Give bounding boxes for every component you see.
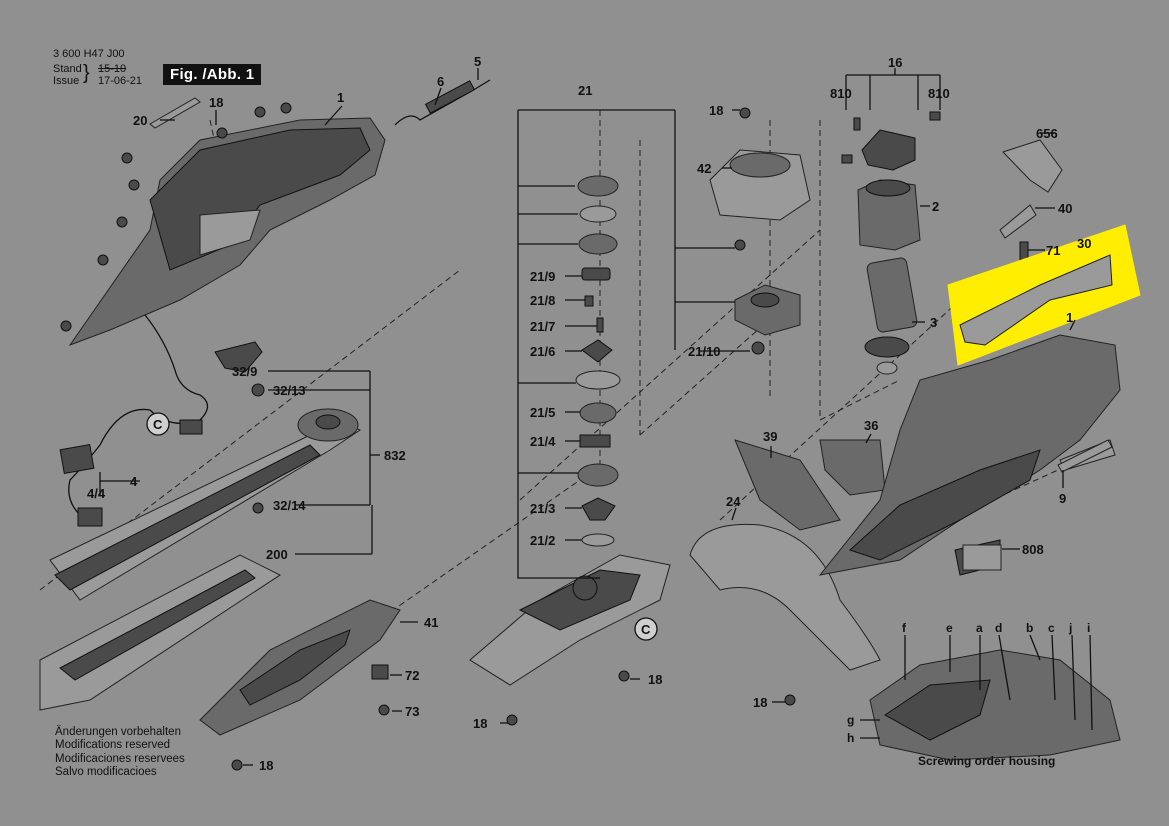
- label-21-5: 21/5: [530, 405, 555, 420]
- label-21-2: 21/2: [530, 533, 555, 548]
- screws-left: [60, 102, 292, 332]
- blade-guard: [39, 554, 281, 711]
- cable-plug: [394, 79, 491, 126]
- leader-lines: [99, 68, 1093, 766]
- gearbox-stack: [575, 175, 621, 547]
- motor-stator: [857, 179, 921, 251]
- marker-c-left: [146, 412, 170, 436]
- label-24: 24: [726, 494, 741, 509]
- front-guards: [689, 439, 886, 671]
- label-32-14: 32/14: [273, 498, 306, 513]
- issue-label: Issue: [53, 75, 80, 87]
- label-18-f: 18: [259, 758, 273, 773]
- lever-parts: [999, 139, 1063, 265]
- label-21-8: 21/8: [530, 293, 555, 308]
- label-16: 16: [888, 55, 902, 70]
- screws-misc: [231, 107, 796, 771]
- gear-cover: [199, 599, 401, 736]
- label-2: 2: [932, 199, 939, 214]
- label-18-a: 18: [209, 95, 223, 110]
- note-en: Modifications reserved: [55, 739, 171, 752]
- label-21-6: 21/6: [530, 344, 555, 359]
- label-200: 200: [266, 547, 288, 562]
- issue-date: 17-06-21: [98, 75, 143, 87]
- label-1: 1: [337, 90, 344, 105]
- label-30: 30: [1077, 236, 1091, 251]
- label-c-left: C: [153, 417, 163, 432]
- bearing-plate: [734, 284, 801, 336]
- label-18-c: 18: [648, 672, 662, 687]
- label-j: j: [1068, 621, 1072, 635]
- label-a: a: [976, 621, 983, 635]
- armature: [864, 257, 918, 375]
- stand-label: Stand: [53, 63, 82, 75]
- old-date: 15-10: [98, 63, 127, 75]
- label-41: 41: [424, 615, 438, 630]
- document-number: 3 600 H47 J00: [53, 48, 125, 60]
- label-h: h: [847, 731, 854, 745]
- housing-half-left: [68, 117, 386, 347]
- screwing-order-caption: Screwing order housing: [918, 754, 1056, 768]
- note-es: Modificaciones reservees: [55, 752, 185, 765]
- highlighted-part-30: [947, 224, 1141, 366]
- label-5: 5: [474, 54, 481, 69]
- label-9: 9: [1059, 491, 1066, 506]
- label-21: 21: [578, 83, 592, 98]
- label-3: 3: [930, 315, 937, 330]
- label-f: f: [902, 621, 907, 635]
- assembly-dash-lines: [39, 110, 1081, 641]
- label-4-4: 4/4: [87, 486, 106, 501]
- modification-notes: Änderungen vorbehalten Modifications res…: [55, 726, 185, 780]
- label-21-7: 21/7: [530, 319, 555, 334]
- label-21-10: 21/10: [688, 344, 721, 359]
- label-40: 40: [1058, 201, 1072, 216]
- label-36: 36: [864, 418, 878, 433]
- label-20: 20: [133, 113, 147, 128]
- label-1-right: 1: [1066, 310, 1073, 325]
- label-21-4: 21/4: [530, 434, 556, 449]
- switch-block: [841, 111, 941, 171]
- wire-harness: [59, 314, 209, 527]
- label-6: 6: [437, 74, 444, 89]
- label-d: d: [995, 621, 1002, 635]
- label-808: 808: [1022, 542, 1044, 557]
- blade-assembly: [49, 341, 361, 601]
- label-32-9: 32/9: [232, 364, 257, 379]
- note-de: Änderungen vorbehalten: [55, 726, 181, 738]
- label-c-right: C: [641, 622, 651, 637]
- screwing-order-housing: [869, 649, 1121, 761]
- gear-housing-base: [469, 554, 671, 686]
- label-4: 4: [130, 474, 138, 489]
- label-18-d: 18: [473, 716, 487, 731]
- label-18-b: 18: [709, 103, 723, 118]
- fan-cover: [709, 149, 811, 221]
- marker-c-right: [634, 617, 658, 641]
- label-71: 71: [1046, 243, 1060, 258]
- label-39: 39: [763, 429, 777, 444]
- label-e: e: [946, 621, 953, 635]
- label-32-13: 32/13: [273, 383, 306, 398]
- label-810-left: 810: [830, 86, 852, 101]
- label-42: 42: [697, 161, 711, 176]
- label-832: 832: [384, 448, 406, 463]
- label-656: 656: [1036, 126, 1058, 141]
- label-810-right: 810: [928, 86, 950, 101]
- note-pt: Salvo modificacioes: [55, 766, 157, 779]
- label-21-9: 21/9: [530, 269, 555, 284]
- label-72: 72: [405, 668, 419, 683]
- label-73: 73: [405, 704, 419, 719]
- brace: }: [83, 62, 90, 84]
- label-c-small: c: [1048, 621, 1055, 635]
- label-18-e: 18: [753, 695, 767, 710]
- label-i: i: [1087, 621, 1090, 635]
- label-g: g: [847, 713, 854, 727]
- part-labels: 1 1 2 3 4 4/4 5 6 9 16 18 18 18 18 18 18…: [87, 54, 1091, 773]
- figure-badge: Fig. /Abb. 1: [163, 64, 262, 85]
- label-21-3: 21/3: [530, 501, 555, 516]
- label-b: b: [1026, 621, 1033, 635]
